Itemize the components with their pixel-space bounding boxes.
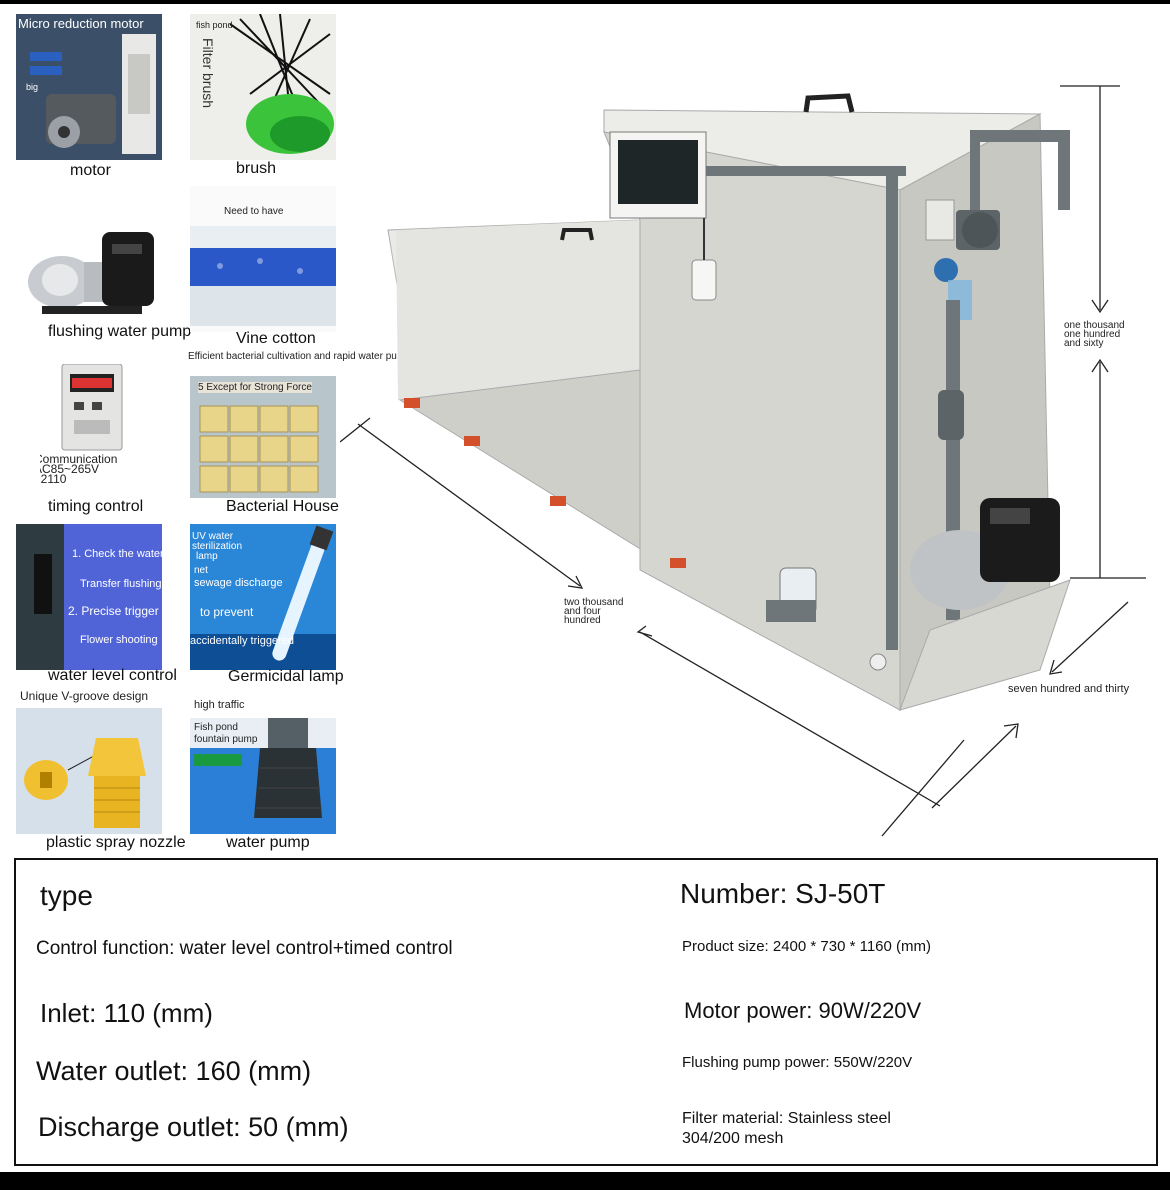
spec-water-outlet: Water outlet: 160 (mm) <box>36 1056 312 1086</box>
spec-discharge-outlet: Discharge outlet: 50 (mm) <box>38 1112 349 1142</box>
nozzle-overlay: Unique V-groove design <box>20 689 149 703</box>
motor-overlay: Micro reduction motor <box>18 16 144 31</box>
cotton-subtitle: Efficient bacterial cultivation and rapi… <box>188 351 435 362</box>
uv-caption: Germicidal lamp <box>228 668 344 685</box>
tank-handle <box>560 228 594 241</box>
brush-caption: brush <box>236 160 277 177</box>
height-dim-label: one thousand one hundred and sixty <box>1064 320 1125 349</box>
brush-thumbnail: fish pond Filter brush <box>190 14 336 160</box>
uv-line-2: sterilization <box>192 541 243 552</box>
motor-image <box>16 14 162 160</box>
outlet-port <box>938 390 964 440</box>
lid-handle <box>803 93 855 113</box>
level-thumbnail: 1. Check the water Transfer flushing 2. … <box>16 524 162 670</box>
level-sensor <box>691 259 717 301</box>
waterpump-caption: water pump <box>226 834 310 851</box>
pump-image <box>28 232 154 314</box>
uv-line-4: net <box>194 565 208 576</box>
spec-type-label: type <box>40 880 93 911</box>
drum-filter-illustration <box>340 85 1146 837</box>
waterpump-overlay-2: Fish pond <box>194 722 238 733</box>
pump-thumbnail <box>22 214 162 324</box>
spec-number: Number: SJ-50T <box>680 878 886 909</box>
motor-caption: motor <box>70 162 111 179</box>
spec-motor-power: Motor power: 90W/220V <box>684 998 922 1023</box>
spec-panel: type Number: SJ-50T Control function: wa… <box>14 858 1158 1166</box>
spec-inlet: Inlet: 110 (mm) <box>40 998 213 1028</box>
bacteria-thumbnail: 5 Except for Strong Force <box>190 376 336 498</box>
pump-stand <box>899 579 1071 711</box>
spec-control-function: Control function: water level control+ti… <box>36 938 453 959</box>
spec-flushing-pump-power: Flushing pump power: 550W/220V <box>682 1054 913 1071</box>
uv-line-6: to prevent <box>200 605 254 619</box>
bacteria-image <box>190 376 336 498</box>
width-dim-line-lower <box>931 725 1017 809</box>
brush-overlay-small: fish pond <box>196 20 233 30</box>
uv-image <box>190 524 336 670</box>
length-dim-line-upper <box>357 423 581 587</box>
timer-thumbnail: Communication AC85~265V 22110 <box>40 364 150 488</box>
pump-caption: flushing water pump <box>48 323 192 340</box>
nozzle-image <box>16 708 162 834</box>
spec-filter-material: Filter material: Stainless steel <box>682 1110 891 1127</box>
waterpump-overlay-3: fountain pump <box>194 734 258 745</box>
level-line-1: 1. Check the water <box>72 548 162 560</box>
motor-badge: big <box>26 82 39 92</box>
level-line-4: Flower shooting <box>80 634 158 646</box>
brush-overlay-vertical: Filter brush <box>200 38 216 109</box>
cotton-overlay: Need to have <box>224 206 284 217</box>
level-image <box>16 524 162 670</box>
length-dim-line-lower <box>639 631 941 807</box>
timer-line-2: AC85~265V <box>40 462 100 476</box>
waterpump-image <box>190 718 336 834</box>
uv-line-5: sewage discharge <box>194 577 283 589</box>
brush-image <box>190 14 336 160</box>
spec-product-size: Product size: 2400 * 730 * 1160 (mm) <box>682 938 932 955</box>
spec-filter-mesh: 304/200 mesh <box>682 1130 784 1147</box>
waterpump-overlay-1: high traffic <box>194 699 245 711</box>
level-line-2: Transfer flushing <box>80 578 162 590</box>
length-dim-label: two thousand and four hundred <box>564 597 624 626</box>
discharge-valves <box>404 398 686 568</box>
timer-caption: timing control <box>48 498 144 515</box>
bacteria-overlay: 5 Except for Strong Force <box>198 382 312 393</box>
uv-thumbnail: UV water sterilization lamp net sewage d… <box>190 524 336 670</box>
width-dim-line-upper <box>1051 601 1129 673</box>
uv-line-7: accidentally triggered <box>190 635 294 647</box>
top-border <box>0 0 1170 4</box>
cotton-image <box>190 226 336 326</box>
level-caption: water level control <box>48 667 177 684</box>
bacteria-caption: Bacterial House <box>226 498 339 515</box>
nozzle-thumbnail <box>16 708 162 834</box>
timer-line-3: 22110 <box>40 472 67 486</box>
motor-thumbnail: Micro reduction motor big <box>16 14 162 160</box>
cotton-thumbnail: Need to have <box>190 186 336 332</box>
cotton-caption: Vine cotton <box>236 330 316 347</box>
nozzle-caption: plastic spray nozzle <box>46 834 186 851</box>
top-pipe <box>706 166 906 176</box>
bottom-border <box>0 1172 1170 1190</box>
width-dim-label: seven hundred and thirty <box>1008 683 1130 695</box>
level-line-3: 2. Precise trigger <box>68 604 159 618</box>
timer-line-1: Communication <box>40 452 118 466</box>
uv-line-1: UV water <box>192 531 234 542</box>
vertical-pipe <box>886 170 898 650</box>
uv-line-3: lamp <box>196 551 218 562</box>
timer-image <box>61 364 123 451</box>
waterpump-thumbnail: Fish pond fountain pump <box>190 718 336 834</box>
